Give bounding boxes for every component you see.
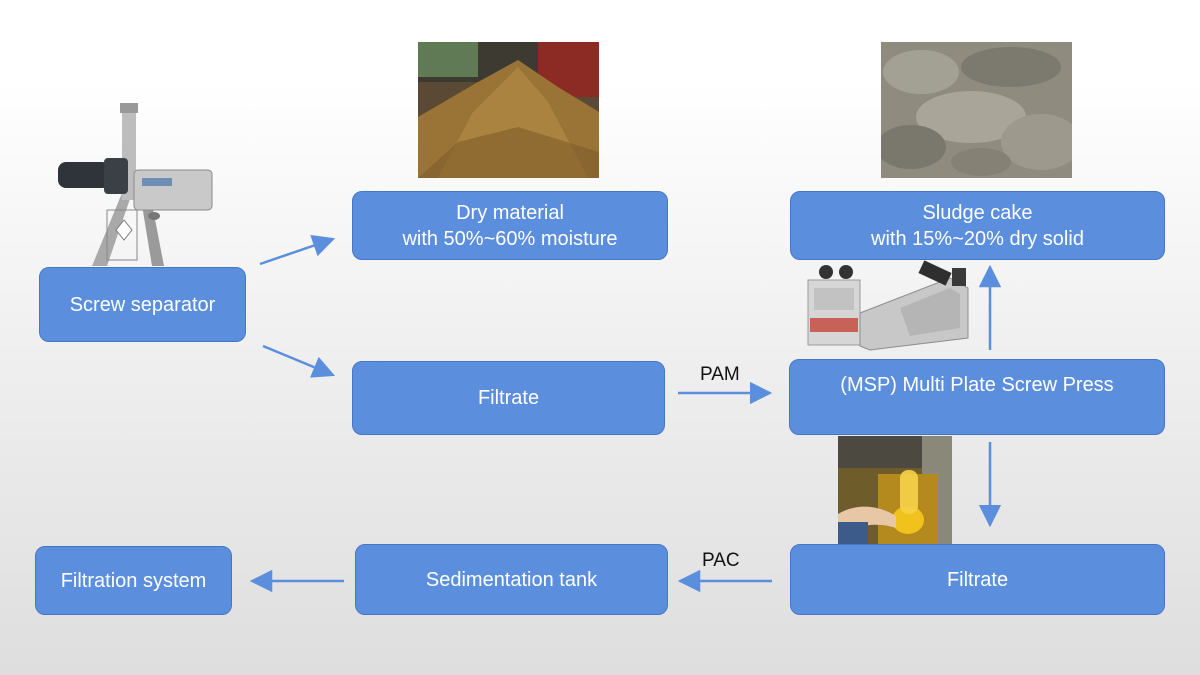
node-filtration-system-label: Filtration system xyxy=(60,569,207,592)
node-msp: (MSP) Multi Plate Screw Press xyxy=(789,359,1165,435)
node-sedimentation-tank: Sedimentation tank xyxy=(355,544,668,615)
sludge-cake-photo xyxy=(881,42,1072,178)
filtrate-liquid-photo xyxy=(838,436,952,544)
edge-label-pac: PAC xyxy=(702,550,740,571)
node-sludge-cake-line1: Sludge cake xyxy=(922,201,1033,224)
arrow-separator-to-filtrate xyxy=(262,344,336,378)
node-dry-material: Dry material with 50%~60% moisture xyxy=(352,191,668,260)
node-dry-material-line1: Dry material xyxy=(456,201,564,224)
node-filtrate-2-label: Filtrate xyxy=(946,568,1009,591)
node-screw-separator-label: Screw separator xyxy=(69,293,216,316)
node-sludge-cake: Sludge cake with 15%~20% dry solid xyxy=(790,191,1165,260)
edge-label-pam: PAM xyxy=(700,364,740,385)
screw-separator-photo xyxy=(52,98,222,268)
node-filtration-system: Filtration system xyxy=(35,546,232,615)
node-sludge-cake-line2: with 15%~20% dry solid xyxy=(871,227,1084,250)
node-msp-label: (MSP) Multi Plate Screw Press xyxy=(840,374,1114,396)
screw-press-photo xyxy=(800,258,980,358)
node-dry-material-line2: with 50%~60% moisture xyxy=(402,227,618,250)
node-sedimentation-tank-label: Sedimentation tank xyxy=(425,568,598,591)
arrow-separator-to-dry xyxy=(259,234,336,266)
node-filtrate-1-label: Filtrate xyxy=(477,387,540,409)
node-filtrate-1: Filtrate xyxy=(352,361,665,435)
node-screw-separator: Screw separator xyxy=(39,267,246,342)
node-filtrate-2: Filtrate xyxy=(790,544,1165,615)
dry-material-photo xyxy=(418,42,599,178)
